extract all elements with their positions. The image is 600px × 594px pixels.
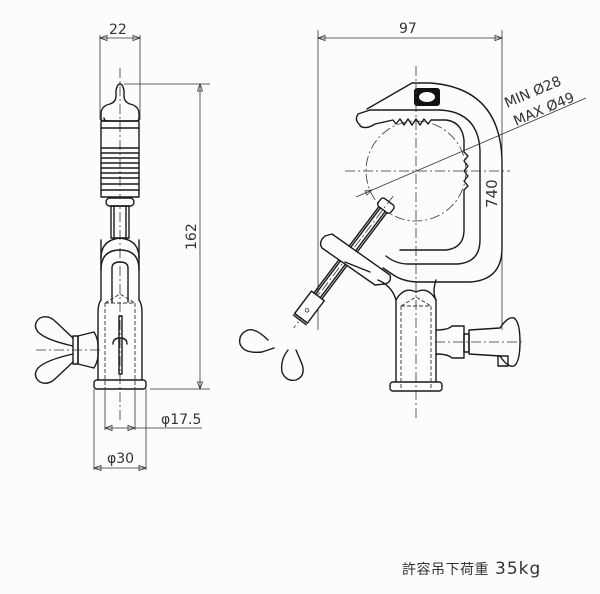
dim-97: 97 [399, 21, 417, 37]
dim-phi-30: φ30 [107, 451, 134, 467]
load-label: 許容吊下荷重 [402, 562, 489, 578]
dim-162: 162 [184, 223, 200, 250]
load-value: 35kg [495, 559, 542, 579]
dim-phi-17-5: φ17.5 [161, 412, 201, 428]
dim-22: 22 [109, 22, 127, 38]
part-marking-740: 740 [483, 179, 501, 208]
side-view: 22 [34, 22, 210, 472]
front-view: 97 MIN Ø28 MAX Ø49 740 [238, 21, 587, 420]
load-capacity-note: 許容吊下荷重 35kg [402, 559, 541, 579]
